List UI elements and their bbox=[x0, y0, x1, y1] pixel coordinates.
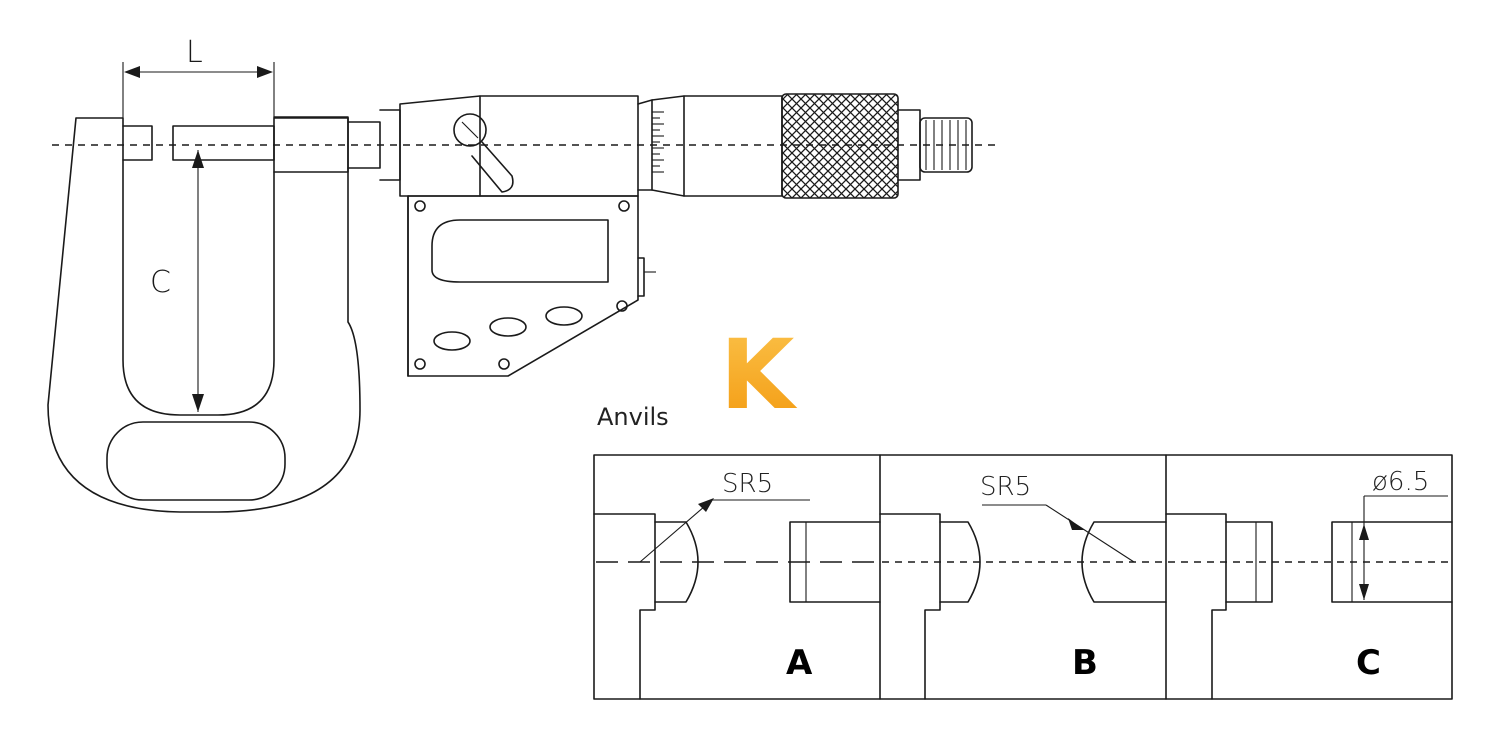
anvil-c-note: ø6.5 bbox=[1372, 467, 1429, 497]
button-1 bbox=[433, 331, 471, 351]
dimension-c: C bbox=[150, 150, 204, 412]
anvil-panel-a: SR5 A bbox=[593, 469, 881, 700]
thimble-scale bbox=[652, 111, 664, 173]
button-3 bbox=[545, 306, 583, 326]
ratchet-stop bbox=[919, 117, 973, 173]
micrometer-frame bbox=[47, 109, 401, 513]
anvil-panel-c: ø6.5 C bbox=[1165, 467, 1453, 700]
frame-grip bbox=[106, 421, 286, 501]
lock-screw-icon bbox=[453, 113, 487, 147]
anvil-c-letter: C bbox=[1356, 643, 1381, 683]
anvil-panel-b: SR5 B bbox=[879, 472, 1167, 700]
knurled-thimble bbox=[781, 93, 899, 199]
anvils-panels: SR5 A SR5 B ø6.5 C bbox=[593, 454, 1453, 700]
button-2 bbox=[489, 317, 527, 337]
anvils-frame bbox=[593, 454, 1453, 700]
dimension-c-label: C bbox=[150, 265, 171, 300]
anvil-b-note: SR5 bbox=[980, 472, 1031, 502]
dimension-l-label: L bbox=[186, 35, 203, 70]
dimension-l: L bbox=[122, 35, 275, 118]
anvil-a-letter: A bbox=[786, 643, 813, 683]
anvil-a-note: SR5 bbox=[722, 469, 773, 499]
anvil-b-letter: B bbox=[1072, 643, 1098, 683]
brand-logo: K bbox=[720, 319, 798, 431]
digital-display-housing bbox=[407, 195, 656, 377]
micrometer-body bbox=[399, 93, 973, 199]
lcd-display bbox=[431, 219, 609, 283]
anvils-heading: Anvils bbox=[597, 403, 669, 431]
